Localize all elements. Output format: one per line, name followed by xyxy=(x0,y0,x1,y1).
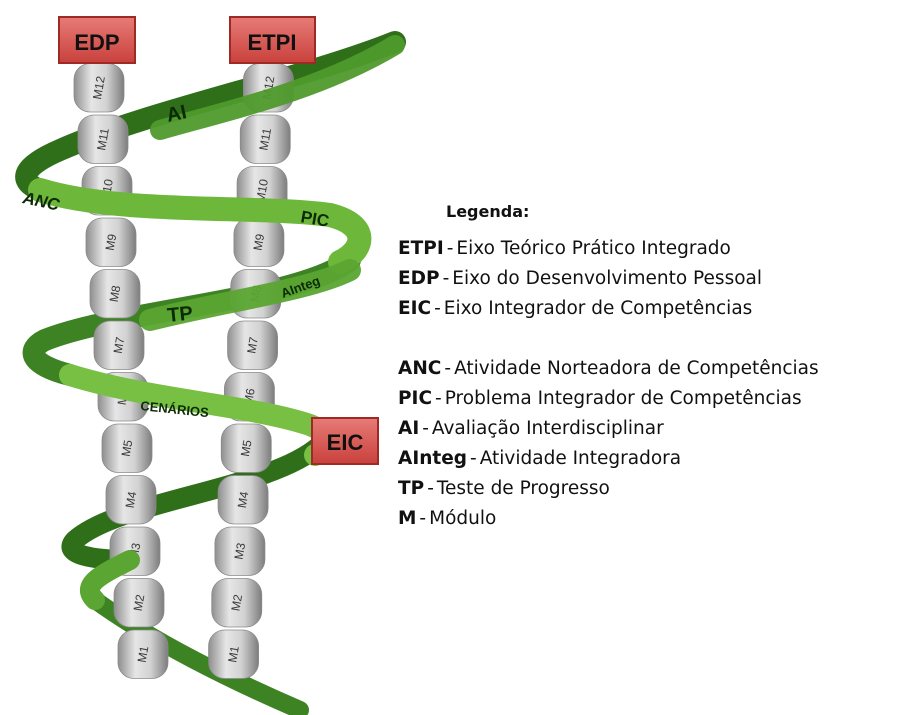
legend-item-anc: ANC-Atividade Norteadora de Competências xyxy=(398,358,819,379)
module-segment-m9: M9 xyxy=(233,217,285,267)
helix-front-tp xyxy=(139,259,361,331)
module-segment-m11: M11 xyxy=(239,114,291,164)
module-segment-m2: M2 xyxy=(113,578,165,628)
module-label: M5 xyxy=(238,439,255,458)
module-label: M5 xyxy=(119,439,136,458)
eic-label: EIC xyxy=(327,430,364,455)
module-segment-m5: M5 xyxy=(101,423,153,473)
legend-separator: - xyxy=(422,418,429,439)
legend-abbr: ETPI xyxy=(398,238,444,259)
module-label: M9 xyxy=(103,233,120,252)
legend-item-eic: EIC-Eixo Integrador de Competências xyxy=(398,298,752,319)
legend-separator: - xyxy=(446,238,454,259)
edp-label-box: EDP xyxy=(58,16,136,64)
module-segment-m7: M7 xyxy=(93,320,145,370)
legend-abbr: EDP xyxy=(398,268,440,289)
helix-front-low xyxy=(80,550,140,610)
module-segment-m2: M2 xyxy=(211,578,263,628)
module-label: M12 xyxy=(90,75,108,101)
legend-text: Eixo do Desenvolvimento Pessoal xyxy=(452,268,762,289)
legend-separator: - xyxy=(444,358,452,379)
module-label: M2 xyxy=(131,593,148,612)
helix-label-ai: AI xyxy=(164,101,188,127)
module-segment-m9: M9 xyxy=(85,217,137,267)
module-segment-m11: M11 xyxy=(77,114,129,164)
helix-label-pic: PIC xyxy=(299,207,330,231)
module-segment-m1: M1 xyxy=(117,629,169,679)
edp-label: EDP xyxy=(74,30,119,55)
legend-abbr: PIC xyxy=(398,388,433,409)
legend-abbr: AI xyxy=(398,418,420,439)
legend-item-tp: TP-Teste de Progresso xyxy=(398,478,610,499)
module-label: M1 xyxy=(135,645,152,664)
module-segment-m4: M4 xyxy=(105,475,157,525)
helix-front-ai xyxy=(150,35,405,140)
legend-item-ainteg: AInteg-Atividade Integradora xyxy=(398,448,681,469)
legend-text: Atividade Norteadora de Competências xyxy=(454,358,819,379)
module-label: M4 xyxy=(235,490,252,509)
legend-text: Atividade Integradora xyxy=(479,448,682,469)
module-label: M8 xyxy=(107,284,124,303)
legend-item-pic: PIC-Problema Integrador de Competências xyxy=(398,388,802,409)
legend-separator: - xyxy=(470,448,477,469)
legend-abbr: M xyxy=(398,508,417,529)
legend-separator: - xyxy=(419,508,427,529)
legend-separator: - xyxy=(442,268,450,289)
module-label: M7 xyxy=(244,336,261,355)
legend-abbr: ANC xyxy=(398,358,442,379)
module-segment-m5: M5 xyxy=(220,423,272,473)
legend-abbr: EIC xyxy=(398,298,432,319)
legend-title: Legenda: xyxy=(446,202,530,221)
legend-item-etpi: ETPI-Eixo Teórico Prático Integrado xyxy=(398,238,731,259)
module-label: M11 xyxy=(94,127,112,152)
legend-text: Teste de Progresso xyxy=(436,478,610,499)
module-label: M10 xyxy=(253,178,271,204)
module-label: M4 xyxy=(123,490,140,509)
legend-text: Módulo xyxy=(429,508,497,529)
legend-abbr: AInteg xyxy=(398,448,468,469)
legend-text: Eixo Integrador de Competências xyxy=(443,298,753,319)
legend-text: Problema Integrador de Competências xyxy=(444,388,802,409)
helix-label-tp: TP xyxy=(166,302,194,327)
legend-text: Avaliação Interdisciplinar xyxy=(431,418,664,439)
helix-segment-low xyxy=(61,435,330,570)
legend-separator: - xyxy=(434,298,441,319)
legend-separator: - xyxy=(435,388,442,409)
module-segment-m1: M1 xyxy=(208,629,259,679)
module-segment-m4: M4 xyxy=(217,475,269,525)
legend-item-m: M-Módulo xyxy=(398,508,496,529)
helix-label-cenarios: CENÁRIOS xyxy=(140,398,210,420)
helix-front-anc-pic xyxy=(28,178,372,274)
module-label: M9 xyxy=(251,233,268,252)
legend-abbr: TP xyxy=(398,478,425,499)
etpi-label: ETPI xyxy=(248,30,297,55)
module-label: M7 xyxy=(111,336,128,355)
eic-label-box: EIC xyxy=(311,417,379,465)
module-label: M2 xyxy=(228,593,245,612)
module-label: M1 xyxy=(225,645,242,664)
legend-item-ai: AI-Avaliação Interdisciplinar xyxy=(398,418,664,439)
legend-text: Eixo Teórico Prático Integrado xyxy=(456,238,731,259)
module-segment-m8: M8 xyxy=(89,269,141,319)
legend-item-edp: EDP-Eixo do Desenvolvimento Pessoal xyxy=(398,268,762,289)
etpi-label-box: ETPI xyxy=(229,16,316,64)
module-label: M3 xyxy=(232,542,249,561)
module-segment-m3: M3 xyxy=(214,526,266,576)
module-label: M11 xyxy=(256,127,274,152)
module-segment-m12: M12 xyxy=(73,63,125,113)
module-segment-m7: M7 xyxy=(227,320,278,370)
legend-separator: - xyxy=(427,478,434,499)
